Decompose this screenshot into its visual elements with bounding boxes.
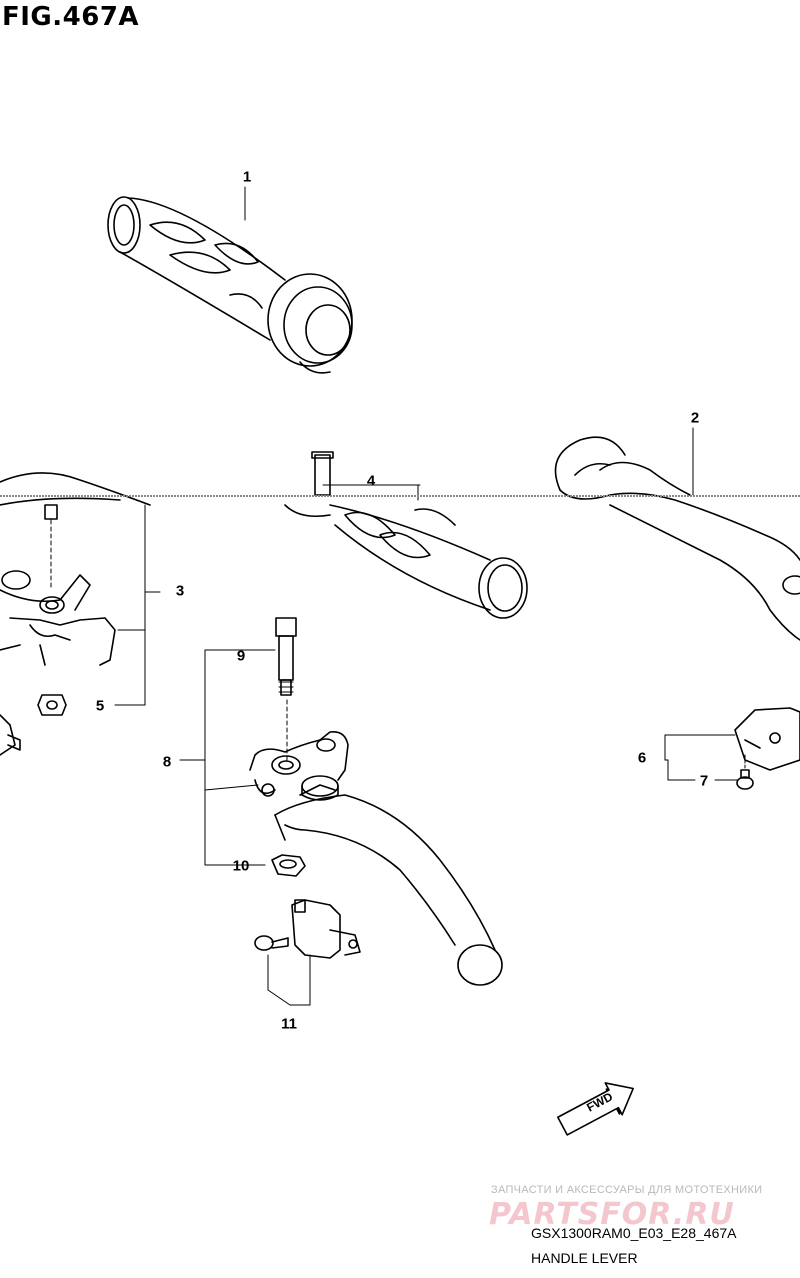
nut-part-10 — [271, 854, 306, 877]
diagram-code: GSX1300RAM0_E03_E28_467A — [531, 1225, 737, 1241]
grip-left-part-1 — [107, 186, 353, 374]
lever-assembly-part-8 — [179, 649, 503, 986]
fwd-arrow-icon — [557, 1082, 634, 1136]
callout-1: 1 — [242, 168, 252, 186]
callout-7: 7 — [699, 772, 709, 790]
callout-5: 5 — [95, 697, 105, 715]
grip-right-part-4 — [284, 451, 528, 619]
callout-11: 11 — [281, 1015, 297, 1033]
callout-9: 9 — [236, 647, 246, 665]
callout-8: 8 — [162, 753, 172, 771]
figure-title: FIG.467A — [2, 2, 140, 32]
watermark-caption: ЗАПЧАСТИ И АКСЕССУАРЫ ДЛЯ МОТОТЕХНИКИ — [491, 1184, 763, 1196]
callout-3: 3 — [175, 582, 185, 600]
lever-right-part-2 — [554, 427, 800, 641]
callout-10: 10 — [232, 857, 250, 875]
callout-4: 4 — [366, 472, 376, 490]
callout-2: 2 — [690, 409, 700, 427]
watermark-logo: PARTSFOR.RU — [489, 1197, 735, 1232]
switch-part-6 — [664, 707, 800, 781]
diagram-name: HANDLE LEVER — [531, 1250, 638, 1266]
switch-part-11 — [254, 899, 361, 1006]
lever-left-part-3 — [0, 472, 161, 756]
screw-part-7 — [736, 754, 754, 790]
callout-6: 6 — [637, 749, 647, 767]
bolt-part-9 — [275, 617, 297, 761]
